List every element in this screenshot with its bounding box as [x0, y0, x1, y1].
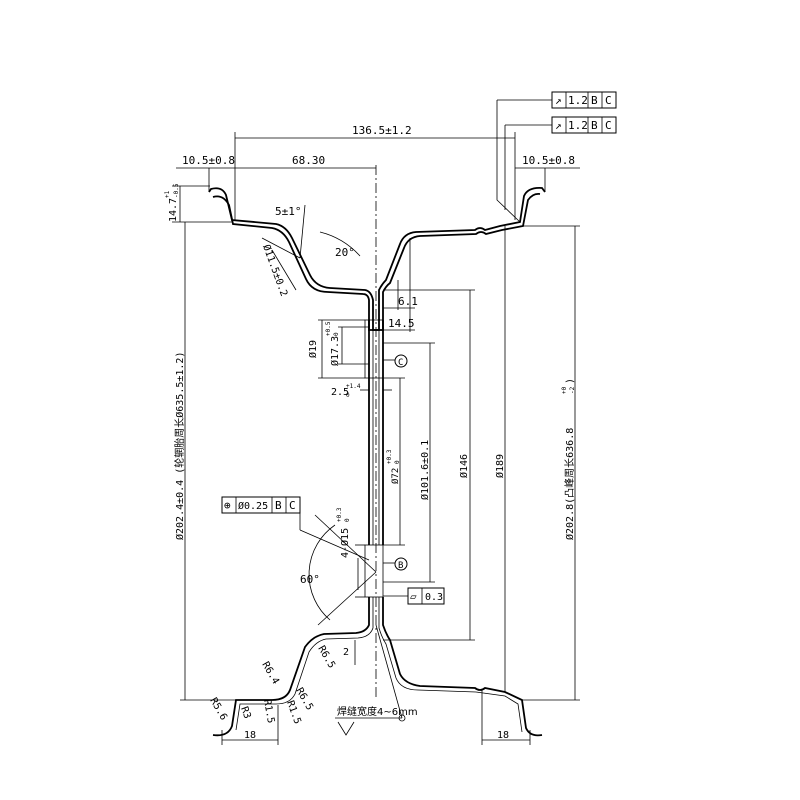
- position-frame: ⊕ Ø0.25 B C: [221, 496, 301, 514]
- rim-outer-tol-lower: -2: [569, 386, 576, 394]
- dim-189-label: Ø189: [494, 454, 506, 478]
- dim-17-3-tol: +0.5: [325, 321, 332, 336]
- r3-label: R3: [238, 705, 252, 720]
- dim-17-3-tol-lower: 0: [333, 332, 340, 336]
- angle-60-label: 60°: [300, 573, 320, 586]
- r6-5-a-label: R6.5: [315, 644, 337, 670]
- bolt-hole-tol-lower: 0: [344, 518, 351, 522]
- runout-datum-c: C: [605, 119, 612, 132]
- flange-height-label: 14.7: [168, 198, 179, 222]
- dim-2-5-tol: +1.4: [346, 383, 361, 390]
- datum-c-marker: C: [394, 354, 408, 368]
- position-datum-b: B: [275, 499, 282, 512]
- bottom-left-18-label: 18: [244, 730, 256, 741]
- r1-5-a-label: R1.5: [261, 699, 276, 725]
- rim-outer-close: ): [565, 378, 576, 384]
- dim-17-3-label: Ø17.3: [329, 336, 341, 366]
- overall-width-label: 136.5±1.2: [352, 124, 412, 137]
- flatness-frame: ▱ 0.3: [407, 587, 445, 605]
- center-bore-tol-lower: 0: [394, 460, 401, 464]
- runout-datum-b: B: [591, 119, 598, 132]
- dim-6-1-label: 6.1: [398, 295, 418, 308]
- dim-14-5-label: 14.5: [388, 317, 415, 330]
- angle-20-label: 20°: [335, 246, 355, 259]
- position-value: Ø0.25: [238, 500, 268, 512]
- hole-11-label: Ø11.5±0.2: [260, 243, 290, 298]
- weld-note-label: 焊缝宽度4~6mm: [337, 705, 418, 718]
- flange-left-label: 10.5±0.8: [182, 154, 235, 167]
- rim-outer-tol: +0: [561, 386, 568, 394]
- rim-outer-label: Ø202.8(凸峰周长636.8: [564, 428, 576, 540]
- offset-label: 68.30: [292, 154, 325, 167]
- center-bore-label: Ø72: [390, 468, 401, 484]
- pcd-label: Ø101.6±0.1: [419, 440, 431, 500]
- angle-5-label: 5±1°: [275, 205, 302, 218]
- runout-value: 1.2: [568, 94, 588, 107]
- dim-2-5-label: 2.5: [331, 387, 349, 398]
- flatness-value: 0.3: [425, 592, 443, 603]
- rim-profile: [208, 165, 546, 737]
- datum-b-marker: B: [394, 557, 408, 571]
- rim-left-label: Ø202.4±0.4 (轮辋胎周长Ø635.5±1.2): [173, 352, 186, 540]
- runout-datum-c: C: [605, 94, 612, 107]
- flange-height-tol-upper: +1: [164, 190, 171, 198]
- flatness-symbol-icon: ▱: [410, 590, 417, 603]
- dim-2-5-tol-lower: 0: [346, 392, 350, 399]
- dim-2-label: 2: [343, 647, 349, 658]
- flange-right-label: 10.5±0.8: [522, 154, 575, 167]
- dim-19-label: Ø19: [307, 340, 319, 358]
- center-bore-tol: +0.3: [386, 449, 393, 464]
- runout-value: 1.2: [568, 119, 588, 132]
- bottom-right-18-label: 18: [497, 730, 509, 741]
- flange-height-tol-lower: -0.5: [173, 183, 180, 198]
- svg-text:C: C: [398, 358, 403, 368]
- bolt-hole-label: 4-Ø15: [339, 528, 351, 558]
- svg-text:B: B: [398, 561, 403, 571]
- runout-symbol-icon: ↗: [555, 119, 562, 132]
- runout-datum-b: B: [591, 94, 598, 107]
- runout-frame-1: ↗ 1.2 B C: [551, 91, 617, 109]
- position-symbol-icon: ⊕: [224, 499, 231, 512]
- position-datum-c: C: [289, 499, 296, 512]
- bolt-hole-tol: +0.3: [336, 507, 343, 522]
- dim-146-label: Ø146: [458, 454, 470, 478]
- runout-symbol-icon: ↗: [555, 94, 562, 107]
- r1-5-b-label: R1.5: [284, 699, 303, 725]
- r6-4-label: R6.4: [259, 660, 281, 686]
- runout-frame-2: ↗ 1.2 B C: [551, 116, 617, 134]
- dimension-lines: [172, 99, 580, 745]
